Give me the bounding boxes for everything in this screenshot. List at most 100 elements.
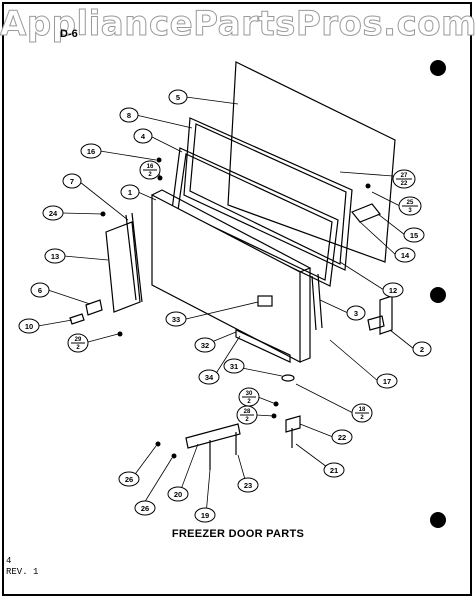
door-panels: [69, 61, 396, 470]
callout-25-3: 253: [398, 196, 422, 216]
svg-text:2: 2: [360, 415, 364, 421]
svg-text:22: 22: [401, 181, 408, 187]
svg-text:2: 2: [76, 345, 80, 351]
watermark: AppliancePartsPros.com: [0, 4, 476, 45]
part-10: [69, 313, 85, 325]
callout-22: 22: [331, 429, 353, 445]
svg-text:27: 27: [401, 173, 408, 179]
svg-text:6: 6: [38, 286, 42, 295]
svg-text:12: 12: [389, 286, 397, 295]
handle-3: [311, 275, 317, 331]
callout-23: 23: [237, 477, 259, 493]
binder-hole-top: [430, 60, 446, 76]
callout-34: 34: [198, 369, 220, 385]
callout-bubbles: 5 8 4 16 7 1 24 15 14 13 12 6 3 2 10 33 …: [18, 89, 432, 523]
svg-text:3: 3: [408, 208, 412, 214]
callout-15: 15: [403, 227, 425, 243]
svg-text:28: 28: [244, 409, 251, 415]
rail-34: [235, 329, 291, 363]
svg-text:23: 23: [244, 481, 252, 490]
door-1-side-edge: [299, 268, 311, 363]
svg-text:3: 3: [354, 309, 358, 318]
svg-text:33: 33: [172, 315, 180, 324]
callout-17: 17: [376, 373, 398, 389]
panel-5: [227, 61, 396, 263]
callout-10: 10: [18, 318, 40, 334]
svg-text:31: 31: [230, 362, 238, 371]
hinge-bracket-20: [185, 423, 241, 449]
callout-1: 1: [120, 184, 140, 200]
callout-20: 20: [167, 486, 189, 502]
callout-5: 5: [168, 89, 188, 105]
svg-text:7: 7: [70, 177, 74, 186]
part-33: [257, 295, 273, 307]
svg-text:19: 19: [201, 511, 209, 520]
svg-text:2: 2: [247, 399, 251, 405]
svg-text:15: 15: [410, 231, 418, 240]
callout-26-lower: 26: [134, 500, 156, 516]
callout-12: 12: [382, 282, 404, 298]
callout-2: 2: [412, 341, 432, 357]
gasket-8: [183, 117, 353, 271]
liner-4-inner: [177, 153, 333, 281]
callout-13: 13: [44, 248, 66, 264]
callout-16-2: 162: [139, 160, 161, 180]
callout-4: 4: [133, 128, 153, 144]
svg-text:16: 16: [87, 147, 95, 156]
door-1-top-edge: [151, 189, 312, 273]
binder-hole-middle: [430, 287, 446, 303]
callout-26-upper: 26: [118, 471, 140, 487]
svg-text:34: 34: [205, 373, 214, 382]
svg-text:25: 25: [407, 200, 414, 206]
svg-text:14: 14: [401, 251, 410, 260]
svg-text:29: 29: [75, 337, 82, 343]
revision-label: REV. 1: [6, 567, 39, 577]
svg-text:26: 26: [141, 504, 149, 513]
hinge-cover-13: [105, 221, 141, 313]
svg-text:22: 22: [338, 433, 346, 442]
callout-7: 7: [62, 173, 82, 189]
svg-text:2: 2: [420, 345, 424, 354]
svg-text:26: 26: [125, 475, 133, 484]
callout-29-2: 292: [67, 333, 89, 353]
door-1: [151, 194, 301, 363]
svg-text:17: 17: [383, 377, 391, 386]
svg-text:10: 10: [25, 322, 33, 331]
callout-6: 6: [30, 282, 50, 298]
svg-text:8: 8: [127, 111, 131, 120]
svg-text:18: 18: [359, 407, 366, 413]
callout-16: 16: [80, 143, 102, 159]
page-border: [2, 2, 472, 596]
binder-hole-bottom: [430, 512, 446, 528]
svg-text:24: 24: [49, 209, 58, 218]
svg-text:32: 32: [201, 341, 209, 350]
page-code: D-6: [60, 28, 78, 40]
svg-text:5: 5: [176, 93, 180, 102]
callout-8: 8: [119, 107, 139, 123]
svg-text:4: 4: [141, 132, 146, 141]
callout-18-2: 182: [351, 403, 373, 423]
callout-3: 3: [346, 305, 366, 321]
callout-31: 31: [223, 358, 245, 374]
callout-30-2: 302: [238, 387, 260, 407]
gasket-8-inner: [189, 123, 347, 265]
svg-text:20: 20: [174, 490, 182, 499]
callout-19: 19: [194, 507, 216, 523]
svg-text:1: 1: [128, 188, 132, 197]
callout-24: 24: [42, 205, 64, 221]
screws: [100, 157, 371, 459]
svg-text:21: 21: [330, 466, 338, 475]
callout-32: 32: [194, 337, 216, 353]
bracket-2: [379, 295, 393, 335]
svg-text:2: 2: [148, 172, 152, 178]
diagram-caption: FREEZER DOOR PARTS: [171, 528, 305, 540]
sheet-number: 4: [6, 556, 12, 566]
liner-4: [171, 147, 339, 287]
leader-lines: [37, 96, 415, 516]
callout-33: 33: [165, 311, 187, 327]
part-22: [285, 415, 301, 433]
clip-14: [351, 203, 381, 223]
